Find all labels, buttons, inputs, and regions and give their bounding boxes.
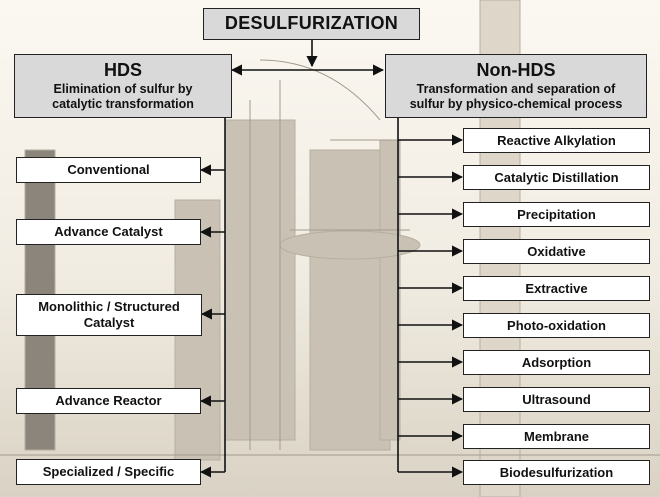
non-hds-subtitle-line2: sulfur by physico-chemical process	[409, 96, 623, 111]
hds-subtitle-line1: Elimination of sulfur by	[53, 81, 193, 96]
non-hds-item-adsorption: Adsorption	[463, 350, 650, 375]
non-hds-item-photo-oxidation: Photo-oxidation	[463, 313, 650, 338]
non-hds-item-precipitation: Precipitation	[463, 202, 650, 227]
hds-subtitle-line2: catalytic transformation	[52, 96, 194, 111]
non-hds-header: Non-HDS Transformation and separation of…	[385, 54, 647, 118]
hds-item-advance-reactor: Advance Reactor	[16, 388, 201, 414]
desulfurization-title: DESULFURIZATION	[203, 8, 420, 40]
hds-item-specialized-specific: Specialized / Specific	[16, 459, 201, 485]
hds-header: HDS Elimination of sulfur by catalytic t…	[14, 54, 232, 118]
non-hds-item-oxidative: Oxidative	[463, 239, 650, 264]
non-hds-title: Non-HDS	[476, 60, 556, 81]
hds-title: HDS	[103, 60, 142, 81]
hds-item-advance-catalyst: Advance Catalyst	[16, 219, 201, 245]
hds-item-conventional: Conventional	[16, 157, 201, 183]
non-hds-item-membrane: Membrane	[463, 424, 650, 449]
non-hds-item-ultrasound: Ultrasound	[463, 387, 650, 412]
non-hds-item-extractive: Extractive	[463, 276, 650, 301]
non-hds-item-reactive-alkylation: Reactive Alkylation	[463, 128, 650, 153]
non-hds-item-biodesulfurization: Biodesulfurization	[463, 460, 650, 485]
non-hds-item-catalytic-distillation: Catalytic Distillation	[463, 165, 650, 190]
non-hds-subtitle-line1: Transformation and separation of	[416, 81, 616, 96]
hds-item-monolithic-structured-catalyst: Monolithic / Structured Catalyst	[16, 294, 202, 336]
